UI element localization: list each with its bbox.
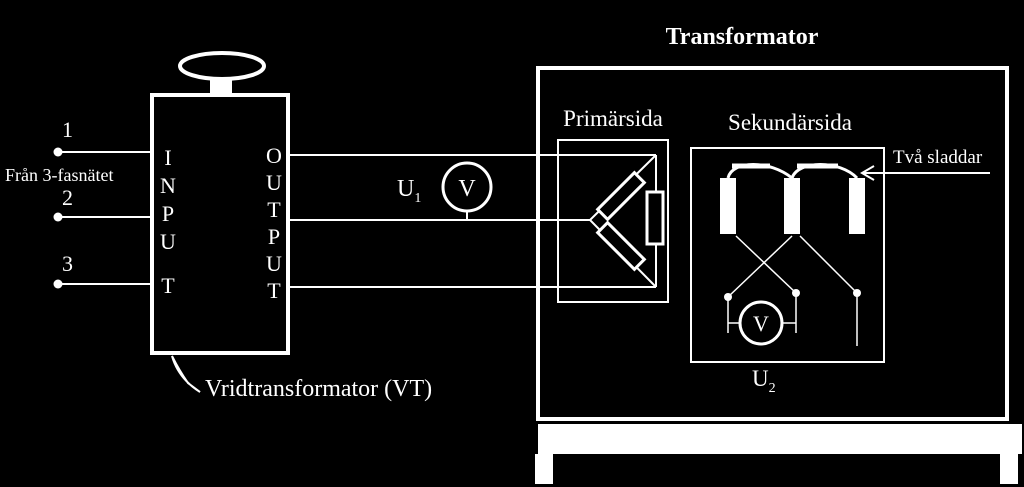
primary-coil: [595, 170, 647, 222]
transformer-foot-right: [1000, 454, 1018, 484]
primary-side-box: [557, 139, 669, 303]
vt-pointer-arrow: [171, 355, 201, 393]
output-letter: O: [266, 143, 282, 168]
secondary-side-box: [690, 147, 885, 363]
u1-label: U1: [397, 176, 421, 206]
secondary-coil: [720, 178, 736, 234]
secondary-side-label: Sekundärsida: [728, 110, 852, 135]
transformer-foot-left: [535, 454, 553, 484]
output-letter: U: [266, 170, 282, 195]
vt-body: [150, 93, 290, 355]
terminal-label-1: 1: [62, 117, 73, 142]
input-letter: N: [160, 173, 176, 198]
voltmeter-u1-symbol: V: [458, 176, 476, 202]
input-letter: I: [164, 145, 171, 170]
wires-label: Två sladdar: [893, 147, 983, 168]
output-letter: U: [266, 251, 282, 276]
input-letter: U: [160, 229, 176, 254]
output-letter: T: [267, 278, 281, 303]
terminal-dot[interactable]: [53, 279, 63, 289]
input-letter: T: [161, 273, 175, 298]
wires-pointer-arrowhead: [860, 165, 875, 181]
terminal-label-3: 3: [62, 251, 73, 276]
vt-adjustment-knob[interactable]: [178, 51, 266, 81]
voltmeter-u2-symbol: V: [753, 311, 769, 336]
secondary-coil: [784, 178, 800, 234]
voltmeter-u1[interactable]: [441, 161, 493, 213]
secondary-windings: [720, 163, 865, 346]
primary-side-label: Primärsida: [563, 106, 663, 131]
input-letter: P: [162, 201, 174, 226]
input-terminals: 1 2 3: [53, 117, 152, 289]
primary-coil: [645, 190, 665, 246]
u2-label: U2: [752, 366, 776, 396]
transformer-base: [538, 424, 1022, 454]
source-label: Från 3-fasnätet: [5, 165, 113, 185]
transformer-housing: [536, 66, 1009, 421]
output-letter: P: [268, 224, 280, 249]
voltmeter-u2[interactable]: [738, 300, 784, 346]
vt-input-letters: I N P U T: [160, 145, 176, 298]
terminal-dot[interactable]: [53, 147, 63, 157]
vt-label: Vridtransformator (VT): [205, 376, 432, 402]
secondary-coil: [849, 178, 865, 234]
output-letter: T: [267, 197, 281, 222]
primary-coil: [595, 220, 647, 272]
terminal-label-2: 2: [62, 185, 73, 210]
vt-output-letters: O U T P U T: [266, 143, 282, 303]
vt-knob-shaft: [210, 79, 232, 95]
primary-delta-winding: [588, 154, 665, 288]
transformer-title: Transformator: [666, 24, 819, 50]
terminal-dot[interactable]: [53, 212, 63, 222]
